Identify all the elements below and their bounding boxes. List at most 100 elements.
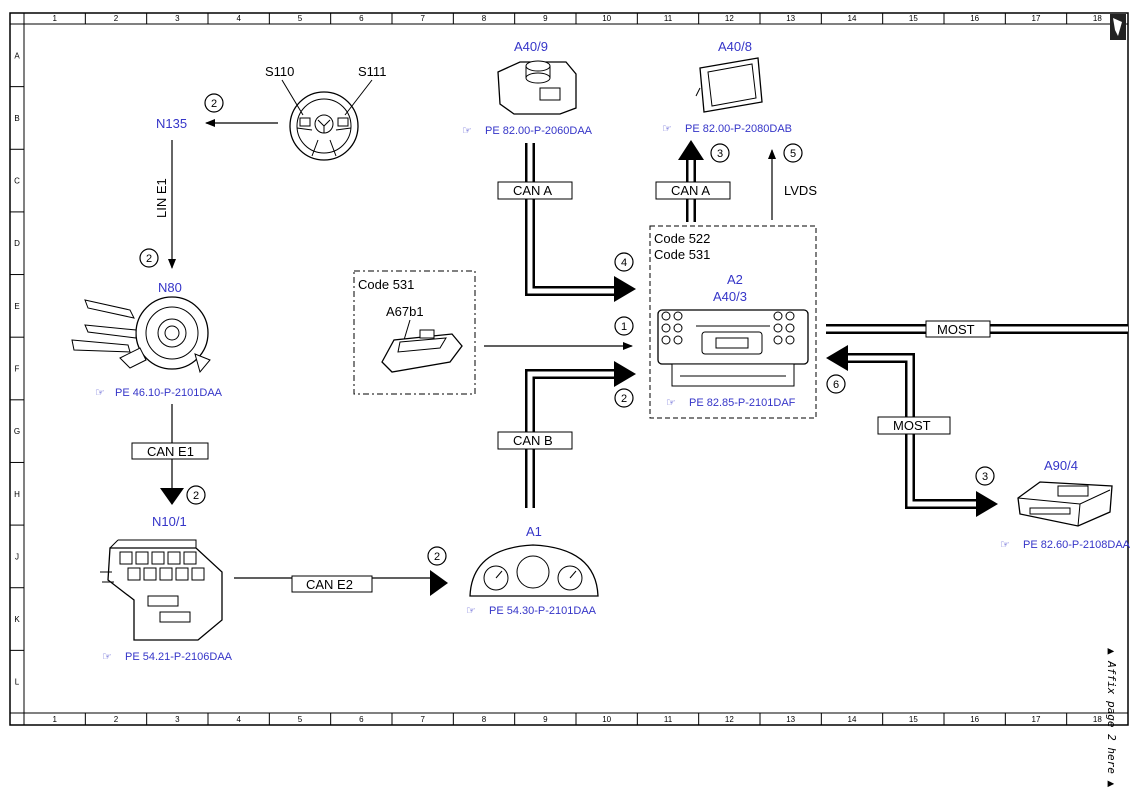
a67b1-code: Code 531 bbox=[358, 277, 414, 292]
can-e1-box bbox=[131, 442, 209, 460]
svg-text:2: 2 bbox=[211, 98, 217, 110]
grid-column-ticks: 1122334455667788991010111112121313141415… bbox=[52, 13, 1102, 725]
grid-col-label: 2 bbox=[114, 14, 119, 23]
a2-code-531: Code 531 bbox=[654, 247, 710, 262]
svg-text:1: 1 bbox=[621, 321, 627, 333]
can-b-label: CAN B bbox=[513, 433, 553, 448]
grid-col-label: 17 bbox=[1032, 14, 1041, 23]
grid-col-label: 10 bbox=[602, 14, 611, 23]
most-top-label: MOST bbox=[937, 322, 975, 337]
most-bottom-arrowhead-left bbox=[826, 345, 848, 371]
can-e2-label: CAN E2 bbox=[306, 577, 353, 592]
grid-col-label: 3 bbox=[175, 14, 180, 23]
grid-col-label: 10 bbox=[602, 715, 611, 724]
drawing-frame: 1122334455667788991010111112121313141415… bbox=[9, 12, 1129, 726]
grid-col-label: 8 bbox=[482, 14, 487, 23]
affix-note: ▲ Affix page 2 here ▲ bbox=[1105, 648, 1118, 787]
grid-row-label: F bbox=[15, 365, 20, 374]
callout-c-a40-9: 4 bbox=[614, 252, 634, 272]
a40-8-ref-link[interactable]: ☞ PE 82.00-P-2080DAB bbox=[662, 123, 792, 135]
grid-row-label: L bbox=[15, 678, 20, 687]
a1-label: A1 bbox=[526, 524, 542, 539]
a40-9-label: A40/9 bbox=[514, 39, 548, 54]
n80-ref: PE 46.10-P-2101DAA bbox=[115, 387, 223, 399]
callout-c-n80: 2 bbox=[139, 248, 159, 268]
n10-1-ref: PE 54.21-P-2106DAA bbox=[125, 651, 233, 663]
fuse-relay-module-icon bbox=[100, 539, 223, 641]
can-b-arrowhead bbox=[614, 361, 636, 387]
most-bottom-box bbox=[877, 416, 951, 435]
svg-text:2: 2 bbox=[146, 253, 152, 265]
a90-4-ref-link[interactable]: ☞ PE 82.60-P-2108DAA bbox=[1000, 539, 1131, 551]
can-e1-label: CAN E1 bbox=[147, 444, 194, 459]
microphone-module-icon bbox=[381, 329, 463, 373]
a1-ref-link[interactable]: ☞ PE 54.30-P-2101DAA bbox=[466, 605, 597, 617]
s110-label: S110 bbox=[265, 64, 294, 79]
can-a-left-arrowhead bbox=[614, 276, 636, 302]
controller-knob-icon bbox=[497, 60, 577, 115]
grid-col-label: 6 bbox=[359, 14, 364, 23]
most-top-box bbox=[925, 320, 991, 338]
grid-col-label: 12 bbox=[725, 715, 734, 724]
a40-9-ref: PE 82.00-P-2060DAA bbox=[485, 125, 593, 137]
svg-text:☞: ☞ bbox=[466, 605, 476, 617]
grid-col-label: 16 bbox=[970, 715, 979, 724]
a2-ref-link[interactable]: ☞ PE 82.85-P-2101DAF bbox=[666, 397, 796, 409]
a1-ref: PE 54.30-P-2101DAA bbox=[489, 605, 597, 617]
head-unit-icon bbox=[657, 309, 809, 387]
a40-8-ref: PE 82.00-P-2080DAB bbox=[685, 123, 792, 135]
grid-col-label: 6 bbox=[359, 715, 364, 724]
grid-col-label: 15 bbox=[909, 14, 918, 23]
a2-code-522: Code 522 bbox=[654, 231, 710, 246]
grid-col-label: 13 bbox=[786, 14, 795, 23]
can-a-right-box bbox=[655, 181, 731, 200]
n135-label: N135 bbox=[156, 116, 187, 131]
grid-row-label: H bbox=[14, 490, 20, 499]
grid-col-label: 18 bbox=[1093, 14, 1102, 23]
n10-1-ref-link[interactable]: ☞ PE 54.21-P-2106DAA bbox=[102, 651, 233, 663]
can-e2-arrowhead bbox=[430, 570, 448, 596]
can-e1-arrowhead bbox=[160, 488, 184, 505]
callout-c-a67b1: 1 bbox=[614, 316, 634, 336]
n10-1-label: N10/1 bbox=[152, 514, 187, 529]
page-corner-icon bbox=[1110, 14, 1126, 40]
callout-c-a40-8-lvds: 5 bbox=[783, 143, 803, 163]
svg-text:☞: ☞ bbox=[95, 387, 105, 399]
grid-row-label: B bbox=[14, 114, 19, 123]
grid-col-label: 7 bbox=[420, 14, 425, 23]
svg-text:2: 2 bbox=[621, 393, 627, 405]
a40-9-ref-link[interactable]: ☞ PE 82.00-P-2060DAA bbox=[462, 125, 593, 137]
svg-text:☞: ☞ bbox=[666, 397, 676, 409]
grid-col-label: 15 bbox=[909, 715, 918, 724]
a40-8-label: A40/8 bbox=[718, 39, 752, 54]
svg-text:☞: ☞ bbox=[462, 125, 472, 137]
callout-c-n10: 2 bbox=[186, 485, 206, 505]
grid-row-label: J bbox=[15, 552, 19, 561]
grid-col-label: 5 bbox=[298, 14, 303, 23]
amplifier-module-icon bbox=[1017, 481, 1113, 527]
grid-col-label: 14 bbox=[848, 715, 857, 724]
grid-col-label: 8 bbox=[482, 715, 487, 724]
n80-ref-link[interactable]: ☞ PE 46.10-P-2101DAA bbox=[95, 387, 223, 399]
most-bottom-arrowhead-right bbox=[976, 491, 998, 517]
grid-row-label: A bbox=[14, 51, 20, 60]
grid-col-label: 4 bbox=[236, 715, 241, 724]
svg-text:2: 2 bbox=[434, 551, 440, 563]
can-b-box bbox=[497, 431, 573, 450]
a40-3-label: A40/3 bbox=[713, 289, 747, 304]
most-bottom-label: MOST bbox=[893, 418, 931, 433]
callout-c-a40-8-can: 3 bbox=[710, 143, 730, 163]
grid-col-label: 1 bbox=[52, 715, 57, 724]
grid-row-label: D bbox=[14, 239, 20, 248]
svg-text:4: 4 bbox=[621, 257, 627, 269]
grid-col-label: 4 bbox=[236, 14, 241, 23]
grid-col-label: 14 bbox=[848, 14, 857, 23]
a67b1-label: A67b1 bbox=[386, 304, 424, 319]
grid-col-label: 17 bbox=[1032, 715, 1041, 724]
a2-code-box bbox=[649, 225, 817, 419]
grid-col-label: 9 bbox=[543, 14, 548, 23]
grid-row-label: K bbox=[14, 615, 20, 624]
